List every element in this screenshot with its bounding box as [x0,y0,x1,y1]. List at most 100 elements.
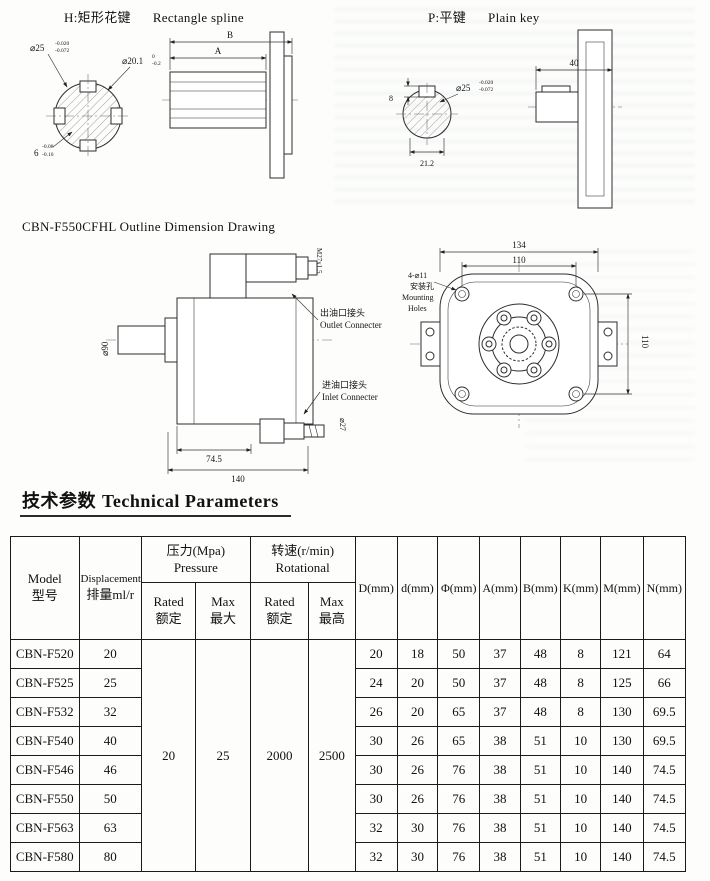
dim-w6-tol-lower: -0.10 [42,152,54,158]
dim-cell: 8 [559,668,602,698]
spline-side-view [162,31,300,179]
dim-cell: 26 [396,755,439,785]
dim-m27-thread: M27x1.5 [315,248,323,274]
dim-cell: 20 [354,639,398,669]
model-cell: CBN-F550 [10,784,80,814]
header-dim-A: A(mm) [479,536,521,640]
dim-cell: 30 [396,842,439,872]
dim-cell: 140 [600,813,644,843]
header-pressure-max: Max 最大 [195,582,251,640]
dim-cell: 48 [519,668,561,698]
dim-cell: 38 [479,726,521,756]
table-row: CBN-F520 20 20 25 2000 2500 20 18 50 37 … [10,639,687,872]
dim-cell: 74.5 [642,813,687,843]
dim-cell: 65 [437,726,481,756]
header-displacement: Displacement 排量ml/r [78,536,142,640]
model-cell: CBN-F540 [10,726,80,756]
spline-section-dimensions: ⌀25 -0.020 -0.072 ⌀20.1 0 -0.2 6 -0.08 -… [30,41,161,158]
tech-params-heading: 技术参数 Technical Parameters [20,487,291,517]
dim-cell: 51 [519,755,561,785]
dim-cell: 74.5 [642,842,687,872]
dim-cell: 32 [354,813,398,843]
header-dim-D: D(mm) [354,536,398,640]
dim-cell: 50 [437,639,481,669]
technical-parameters-table: Model 型号 Displacement 排量ml/r 压力(Mpa) Pre… [10,536,687,872]
pump-side-labels: M27x1.5 ⌀90 出油口接头 Outlet Connecter 进油口接头… [100,248,382,431]
dim-dia25-tol-lower: -0.072 [55,48,69,54]
header-speed-max: Max 最高 [308,582,356,640]
dim-cell: 38 [479,813,521,843]
displacement-cell: 50 [78,784,142,814]
header-dim-M: M(mm) [600,536,644,640]
dim-cell: 51 [519,842,561,872]
dim-110-horizontal: 110 [512,255,526,265]
plain-key-title-en: Plain key [488,10,540,25]
plain-key-drawing: ⌀25 -0.020 -0.072 8 21.2 40 [389,29,622,209]
header-pressure-rated-cn: 额定 [155,611,182,626]
dim-cell: 74.5 [642,784,687,814]
key-side-view [528,29,622,209]
mounting-holes-label-cn: 安装孔 [410,281,434,291]
dim-key-width-6: 6 [34,148,39,158]
header-displacement-cn: 排量ml/r [86,586,135,602]
dim-width-212: 21.2 [420,159,434,168]
dim-dia25-tol-lower: -0.072 [479,87,493,93]
dim-cell: 8 [559,697,602,727]
header-speed-en: Rotational [275,559,330,575]
dim-cell: 32 [354,842,398,872]
model-cell: CBN-F546 [10,755,80,785]
header-model-en: Model [27,571,62,587]
model-cell: CBN-F532 [10,697,80,727]
dim-key-height-8: 8 [389,94,393,103]
header-speed-rated-cn: 额定 [266,611,293,626]
dim-cell: 74.5 [642,755,687,785]
dim-134: 134 [512,240,526,250]
dim-cell: 76 [437,842,481,872]
pressure-max-cell: 25 [195,639,251,872]
dim-cell: 38 [479,784,521,814]
dim-cell: 26 [396,726,439,756]
key-section-dimensions: ⌀25 -0.020 -0.072 8 21.2 [389,78,493,168]
spline-side-dimensions: B A [169,30,293,70]
key-side-dimensions: 40 [535,30,613,90]
header-dim-d: d(mm) [396,536,439,640]
dim-cell: 10 [559,726,602,756]
dim-cell: 37 [479,697,521,727]
header-speed-cn: 转速(r/min) [271,542,335,558]
dim-cell: 140 [600,755,644,785]
displacement-cell: 80 [78,842,142,872]
header-pressure-max-en: Max [211,594,235,610]
dim-cell: 18 [396,639,439,669]
header-dim-phi: Φ(mm) [437,536,481,640]
dim-cell: 10 [559,784,602,814]
header-displacement-en: Displacement [80,573,141,586]
mounting-holes-label-en1: Mounting [402,293,434,302]
header-pressure-group: 压力(Mpa) Pressure [140,536,251,583]
dim-cell: 10 [559,755,602,785]
dim-cell: 30 [396,813,439,843]
dim-cell: 130 [600,726,644,756]
header-dim-B: B(mm) [519,536,561,640]
mounting-holes-dim: 4-⌀11 [408,271,427,280]
pump-front-view [410,262,628,428]
table-row: CBN-F546 46 30 26 76 38 51 10 140 74.5 [10,755,687,785]
pump-side-view [106,253,332,444]
mounting-holes-label-en2: Holes [408,304,427,313]
key-cross-section [396,83,458,145]
dim-dia27: ⌀27 [338,418,347,431]
tech-params-heading-en: Technical Parameters [102,491,279,511]
dim-cell: 51 [519,813,561,843]
dim-cell: 24 [354,668,398,698]
dim-cell: 30 [354,755,398,785]
dim-dia25: ⌀25 [456,83,471,93]
dim-cell: 140 [600,784,644,814]
inlet-connector-label-en: Inlet Connecter [322,392,378,402]
dim-cell: 30 [354,784,398,814]
tech-params-heading-cn: 技术参数 [22,491,96,511]
spline-cross-section [46,74,130,158]
dim-cell: 10 [559,842,602,872]
outlet-connector-label-cn: 出油口接头 [320,307,365,318]
header-speed-rated: Rated 额定 [249,582,310,640]
dim-745: 74.5 [206,454,222,464]
